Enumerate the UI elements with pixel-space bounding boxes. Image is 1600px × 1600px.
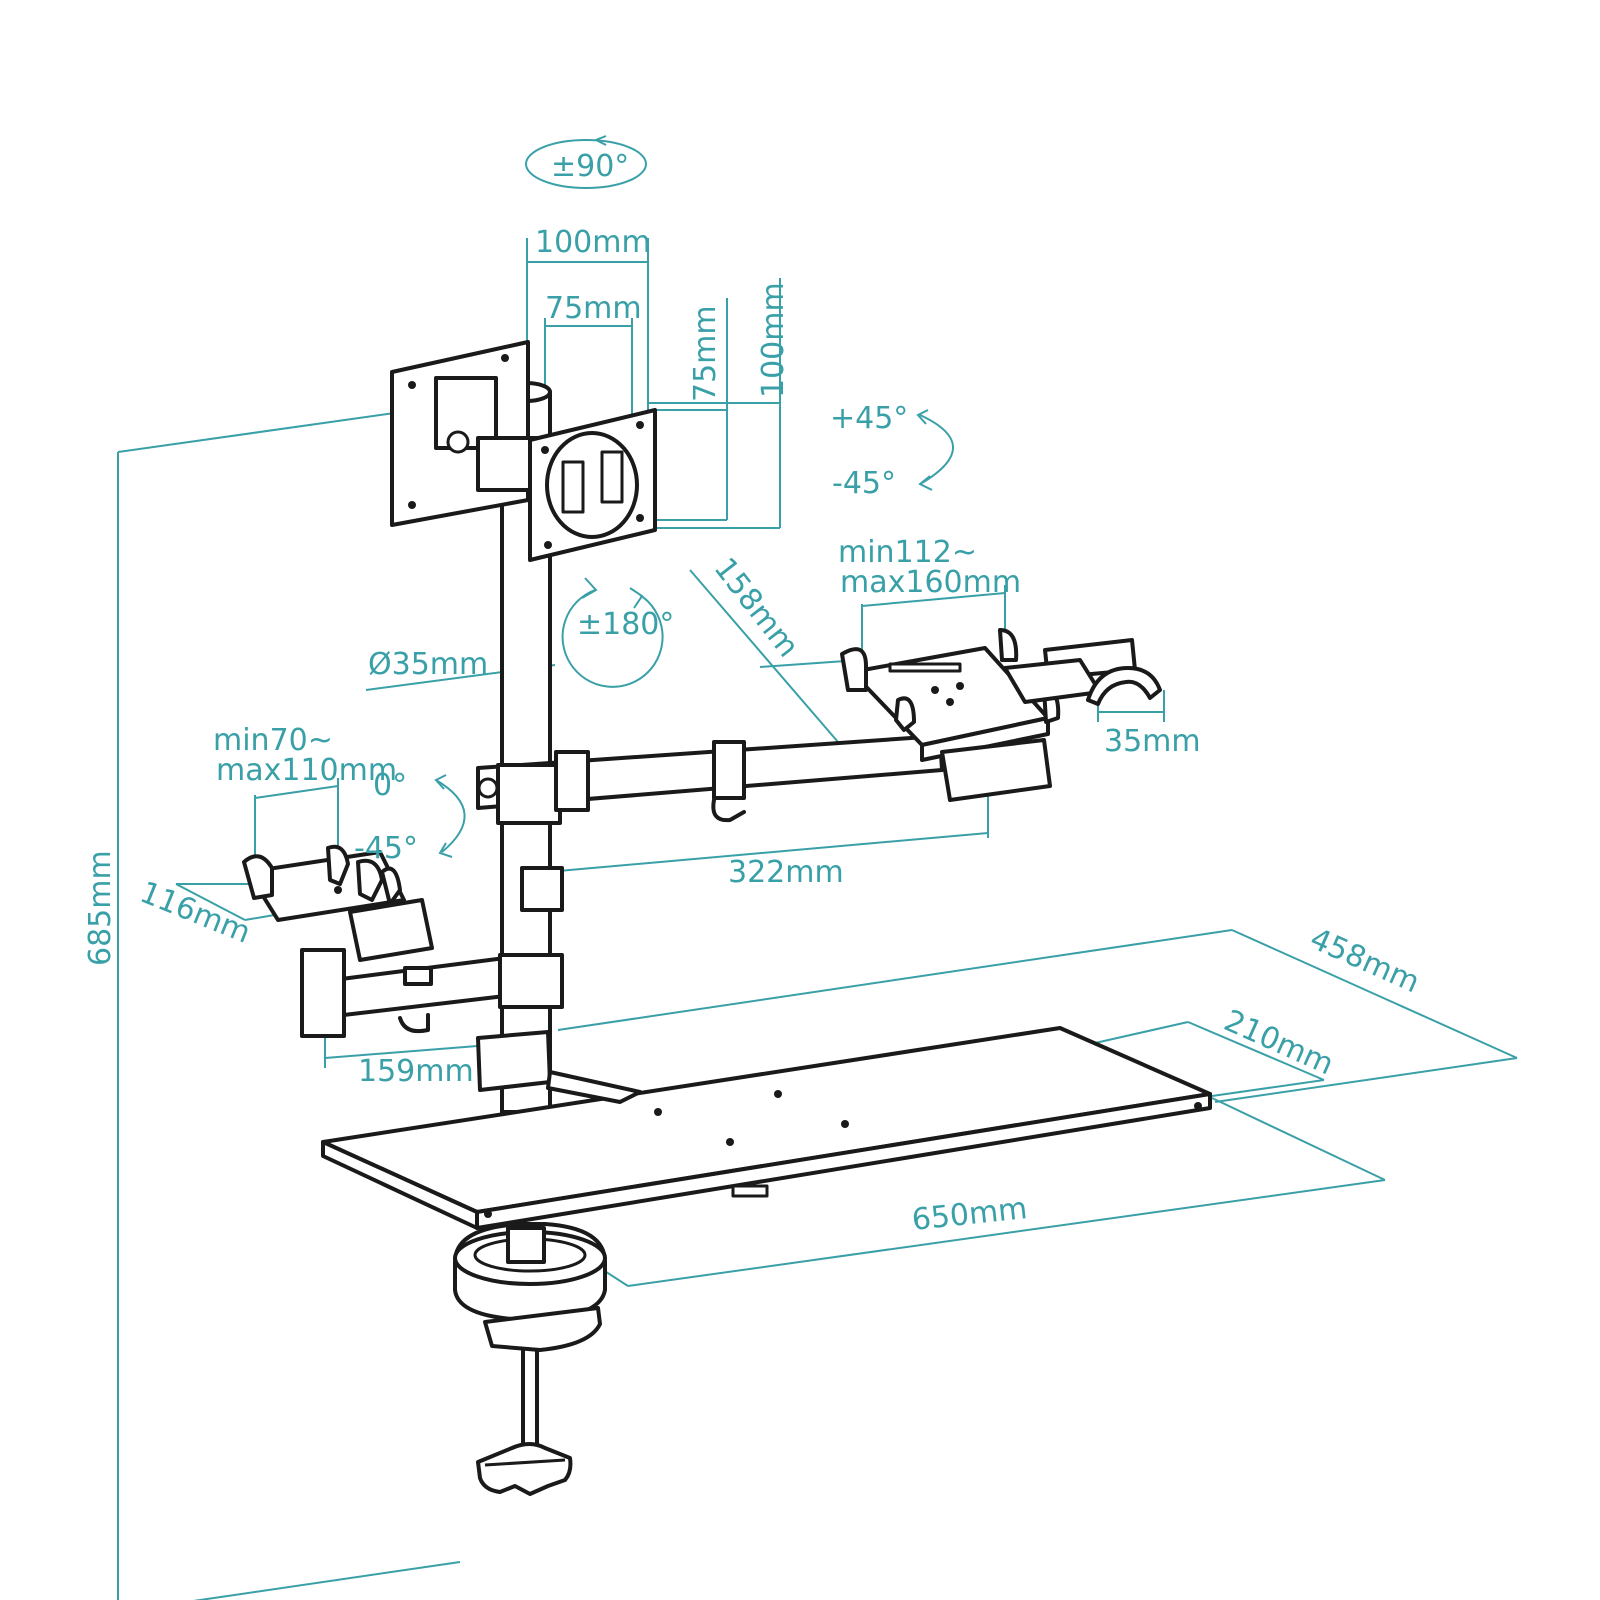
desk-clamp [453, 1222, 607, 1496]
pole-diameter-label: Ø35mm [368, 647, 488, 682]
vesa-100-width-label: 100mm [535, 225, 651, 260]
arm-159-label: 159mm [358, 1054, 474, 1089]
vesa-75-height-label: 75mm [688, 305, 723, 402]
tilt-minus-45-label: -45° [832, 466, 896, 501]
laptop-tray [840, 628, 1061, 802]
height-685-label: 685mm [83, 850, 118, 966]
tray-210-label: 210mm [1219, 1003, 1339, 1082]
laptop-min-label: min112~ [838, 535, 977, 570]
rotate-180-icon [561, 589, 664, 688]
rotate-90-icon [525, 139, 647, 189]
vesa-100-height-label: 100mm [756, 282, 791, 398]
mount-hardware [242, 340, 1212, 1496]
tilt-minus-45-low-label: -45° [354, 831, 418, 866]
vesa-plate-right [528, 408, 657, 562]
rotate-90-label: ±90° [551, 149, 629, 184]
tablet-max-label: max110mm [216, 753, 397, 788]
laptop-arm [476, 734, 944, 912]
arm-322-label: 322mm [728, 855, 844, 890]
tablet-arm [300, 948, 564, 1092]
vesa-plate-left [390, 340, 540, 527]
rotate-180-label: ±180° [577, 607, 674, 642]
keyboard-tray [321, 1026, 1212, 1230]
phone-holder [1003, 638, 1162, 706]
depth-116-label: 116mm [135, 875, 255, 951]
vesa-75-width-label: 75mm [545, 291, 642, 326]
tablet-min-label: min70~ [213, 723, 333, 758]
laptop-max-label: max160mm [840, 565, 1021, 600]
phone-35-label: 35mm [1104, 724, 1201, 759]
rotation-arrows [434, 135, 954, 858]
dimension-lines [117, 238, 1518, 1600]
tray-650-label: 650mm [910, 1191, 1029, 1238]
tablet-holder [242, 844, 434, 962]
tilt-arc-left-icon [435, 779, 466, 853]
tilt-arc-icon [919, 414, 954, 484]
tilt-plus-45-label: +45° [830, 401, 908, 436]
tilt-0-label: 0° [373, 768, 407, 803]
